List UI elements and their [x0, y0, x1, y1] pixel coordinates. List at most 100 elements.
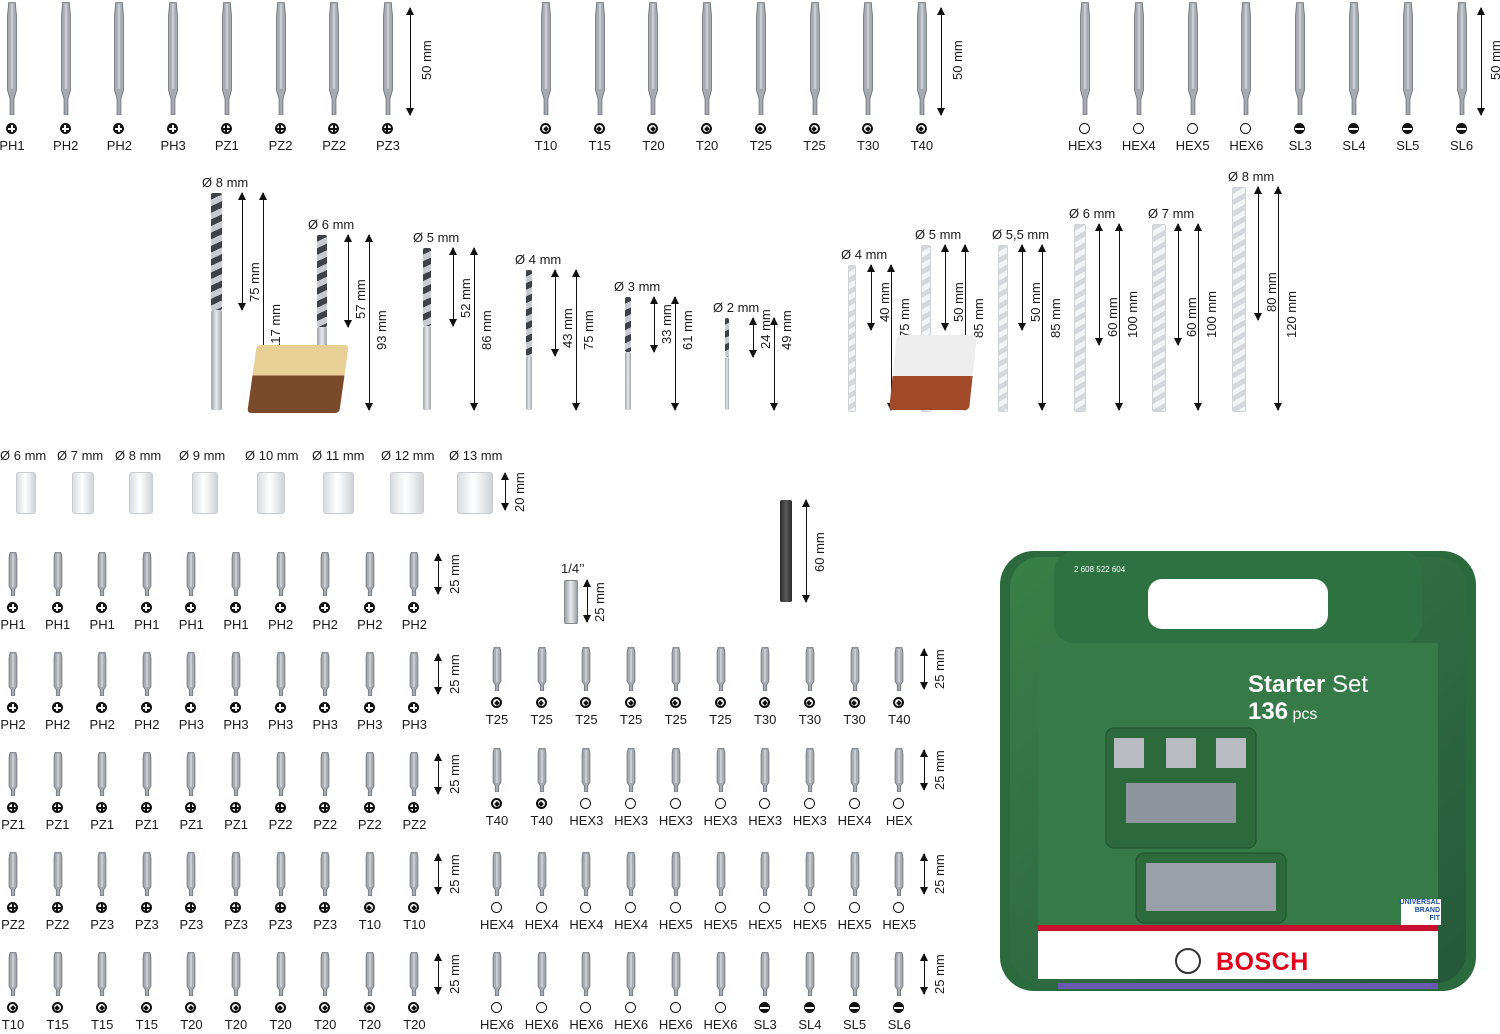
short-right-r1-bit-4: [669, 747, 683, 793]
case-title: Starter Set: [1248, 671, 1368, 699]
short-right-r1-bit-0: [490, 747, 504, 793]
short-right-r0-torx-icon-3: [625, 697, 637, 708]
socket-dia-0: Ø 6 mm: [0, 448, 47, 463]
hss-drill-flute-3: [525, 270, 533, 356]
hss-drill-shank-2: [422, 326, 432, 410]
short-right-r3-hex-icon-3: [625, 1002, 637, 1013]
short-left-r1-label-0: PH2: [0, 717, 26, 732]
short-right-r0-bit-5: [714, 646, 728, 692]
short-left-r0-label-2: PH1: [89, 617, 115, 632]
short-right-r3-bit-1: [535, 951, 549, 997]
top-g3-hex-icon-2: [1186, 123, 1198, 134]
top-g1-bit-1: [58, 1, 74, 116]
short-left-r4-label-3: T15: [135, 1017, 158, 1032]
short-right-r1-hex-icon-8: [848, 798, 860, 809]
short-left-r3-label-1: PZ2: [45, 917, 70, 932]
short-left-r4-length-arrow: [432, 953, 444, 995]
top-g2-torx-icon-3: [701, 123, 713, 134]
wood-sample-image: [247, 345, 349, 413]
short-right-r2-hex-icon-4: [669, 902, 681, 913]
short-left-r0-label-4: PH1: [178, 617, 205, 632]
short-left-r1-label-8: PH3: [357, 717, 383, 732]
short-right-r3-hex-icon-1: [535, 1002, 547, 1013]
short-right-r1-label-8: HEX4: [837, 813, 872, 828]
hss-total-arrow-4: [669, 296, 681, 411]
short-left-r0-bit-2: [95, 551, 109, 597]
short-right-r3-label-7: SL4: [798, 1017, 822, 1032]
short-left-r1-ph-icon-1: [51, 702, 63, 713]
socket-dia-1: Ø 7 mm: [57, 448, 104, 463]
short-right-r2-bit-7: [803, 851, 817, 897]
masonry-flute-length-0: 40 mm: [877, 282, 892, 322]
adapter-length: 25 mm: [592, 582, 607, 622]
short-left-r3-label-3: PZ3: [134, 917, 159, 932]
masonry-drill-0: [848, 265, 856, 412]
short-left-r2-bit-7: [318, 751, 332, 797]
short-left-r1-label-7: PH3: [312, 717, 338, 732]
short-left-r1-bit-4: [184, 651, 198, 697]
short-right-r3-bit-0: [490, 951, 504, 997]
hss-drill-flute-4: [625, 297, 631, 352]
hss-drill-dia-4: Ø 3 mm: [614, 279, 661, 294]
piece-count: 136 pcs: [1248, 698, 1317, 726]
short-right-r0-torx-icon-9: [893, 697, 905, 708]
short-left-r4-bit-5: [229, 951, 243, 997]
top-g3-label-3: HEX6: [1229, 138, 1264, 153]
short-right-r3-label-5: HEX6: [703, 1017, 738, 1032]
short-right-r2-bit-8: [848, 851, 862, 897]
hss-drill-dia-0: Ø 8 mm: [202, 175, 249, 190]
short-left-r2-pz-icon-7: [319, 802, 331, 813]
short-right-r2-label-0: HEX4: [480, 917, 514, 932]
short-left-r0-bit-3: [140, 551, 154, 597]
short-left-r2-pz-icon-8: [363, 802, 375, 813]
top-g3-length-arrow: [1475, 7, 1487, 116]
short-right-r3-bit-5: [714, 951, 728, 997]
short-right-r2-bit-6: [758, 851, 772, 897]
short-left-r2-label-9: PZ2: [402, 817, 427, 832]
short-right-r0-length: 25 mm: [932, 649, 947, 689]
short-left-r0-label-0: PH1: [0, 617, 26, 632]
top-g2-bit-1: [592, 1, 608, 116]
short-right-r1-bit-7: [803, 747, 817, 793]
short-left-r3-label-6: PZ3: [268, 917, 293, 932]
short-left-r3-bit-0: [6, 851, 20, 897]
short-left-r0-ph-icon-1: [51, 602, 63, 613]
top-g1-bit-2: [111, 1, 127, 116]
short-right-r1-label-3: HEX3: [614, 813, 649, 828]
short-left-r2-bit-5: [229, 751, 243, 797]
short-right-r3-bit-9: [892, 951, 906, 997]
top-g2-torx-icon-4: [754, 123, 766, 134]
hss-drill-dia-2: Ø 5 mm: [413, 230, 460, 245]
short-right-r1-label-2: HEX3: [569, 813, 604, 828]
short-right-r1-hex-icon-5: [714, 798, 726, 809]
tool-case: 2 608 522 604 Starter Set 136 pcs UNIVER…: [998, 543, 1478, 998]
top-g3-bit-3: [1238, 1, 1254, 116]
short-right-r0-label-0: T25: [485, 712, 509, 727]
short-right-r0-torx-icon-0: [491, 697, 502, 708]
short-left-r0-label-6: PH2: [267, 617, 294, 632]
short-left-r4-torx-icon-5: [230, 1002, 241, 1013]
short-left-r2-label-0: PZ1: [1, 817, 25, 832]
short-right-r3-label-3: HEX6: [614, 1017, 649, 1032]
short-right-r2-hex-icon-9: [893, 902, 905, 913]
short-right-r1-bit-2: [579, 747, 593, 793]
short-right-r0-torx-icon-5: [714, 697, 726, 708]
short-left-r1-ph-icon-6: [274, 702, 286, 713]
short-right-r0-torx-icon-4: [669, 697, 681, 708]
count-unit: pcs: [1288, 706, 1318, 723]
short-right-r0-bit-8: [848, 646, 862, 692]
short-left-r3-pz-icon-3: [140, 902, 152, 913]
short-right-r2-bit-5: [714, 851, 728, 897]
masonry-drill-1: [921, 245, 931, 412]
short-right-r1-label-4: HEX3: [658, 813, 693, 828]
title-set: Set: [1325, 671, 1369, 698]
short-left-r4-label-8: T20: [358, 1017, 381, 1032]
short-left-r3-bit-2: [95, 851, 109, 897]
masonry-flute-length-1: 50 mm: [951, 282, 966, 322]
top-g3-label-0: HEX3: [1068, 138, 1102, 153]
short-right-r2-hex-icon-5: [714, 902, 726, 913]
masonry-total-length-1: 85 mm: [971, 298, 986, 338]
short-left-r1-label-2: PH2: [89, 717, 115, 732]
short-left-r0-ph-icon-7: [319, 602, 331, 613]
top-g3-hex-icon-1: [1132, 123, 1144, 134]
